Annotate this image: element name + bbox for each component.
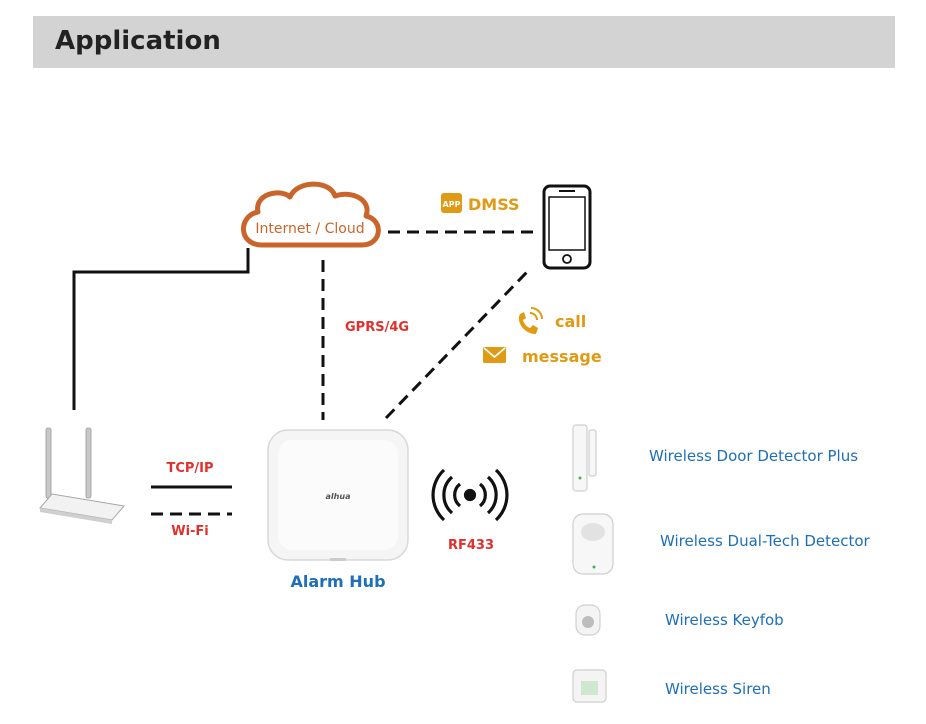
wifi-label: Wi-Fi xyxy=(171,524,209,539)
hub-logo: alhua xyxy=(326,492,351,501)
siren-icon xyxy=(572,669,607,703)
device-label-door: Wireless Door Detector Plus xyxy=(649,447,858,465)
radio-signal-icon xyxy=(431,468,509,522)
rf-label: RF433 xyxy=(448,538,494,553)
envelope-icon xyxy=(483,347,506,363)
router-icon xyxy=(39,427,125,524)
tcpip-label: TCP/IP xyxy=(166,461,213,476)
message-label: message xyxy=(522,347,602,366)
alarm-hub-icon: alhua xyxy=(267,429,409,561)
app-name: DMSS xyxy=(468,195,520,214)
keyfob-icon xyxy=(575,604,601,636)
app-icon xyxy=(441,193,462,213)
smartphone-icon xyxy=(542,184,592,270)
cloud-icon xyxy=(241,181,381,248)
message-group: message xyxy=(483,347,602,366)
door-detector-icon xyxy=(572,424,597,492)
app-label-group: APP DMSS xyxy=(441,193,520,214)
motion-detector-icon xyxy=(572,513,614,575)
call-label: call xyxy=(555,312,586,331)
section-header: Application xyxy=(33,16,895,68)
device-label-keyfob: Wireless Keyfob xyxy=(665,611,784,629)
section-title: Application xyxy=(55,26,221,56)
phone-call-icon xyxy=(518,307,543,334)
connection-lines xyxy=(72,230,534,516)
device-label-dual-tech: Wireless Dual-Tech Detector xyxy=(660,532,871,550)
device-label-siren: Wireless Siren xyxy=(665,680,771,698)
cloud-node: Internet / Cloud xyxy=(241,181,381,248)
hub-label: Alarm Hub xyxy=(290,572,385,591)
hub-phone-link xyxy=(384,270,529,420)
cloud-label: Internet / Cloud xyxy=(255,221,364,237)
gprs-label: GPRS/4G xyxy=(345,320,409,335)
call-group: call xyxy=(518,307,586,334)
app-badge: APP xyxy=(443,200,461,209)
router-cloud-link xyxy=(72,248,250,410)
